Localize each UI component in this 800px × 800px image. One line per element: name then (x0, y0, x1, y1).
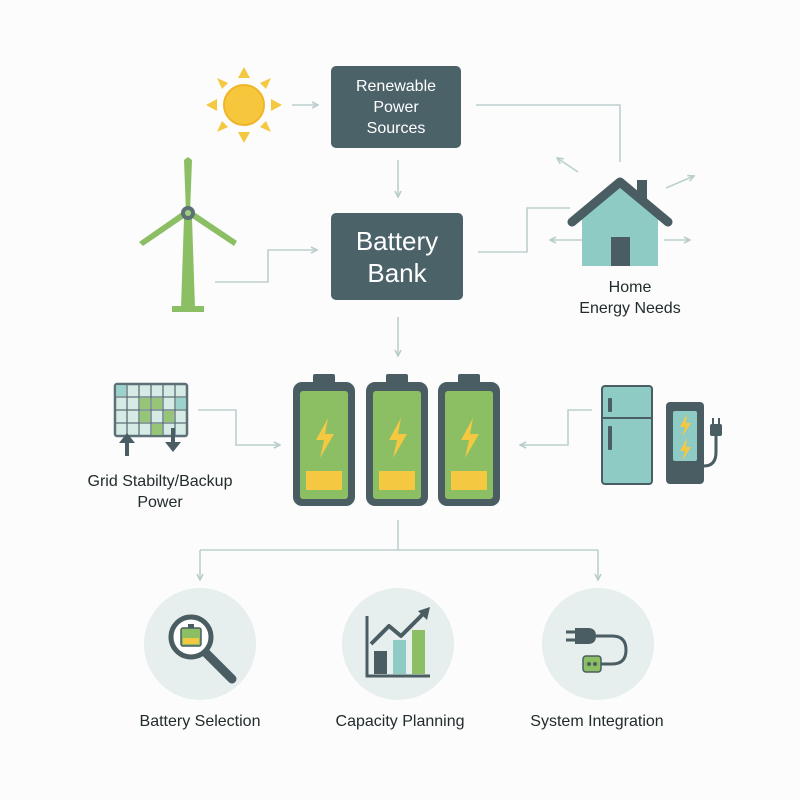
refrigerator-icon (601, 385, 653, 485)
connector-grid-to-storage (198, 409, 280, 445)
system-integration-label: System Integration (530, 713, 664, 730)
battery-selection-icon (144, 588, 256, 700)
connector-turbine-to-battery (215, 250, 317, 283)
capacity-planning-label: Capacity Planning (335, 713, 465, 730)
connectors (198, 104, 621, 580)
system-integration-icon (542, 588, 654, 700)
house-outflow-arrows (550, 158, 694, 240)
home-energy-needs-label: Home Energy Needs (579, 279, 681, 317)
capacity-planning-icon (342, 588, 454, 700)
battery-cell-icon (438, 374, 500, 506)
renewable-power-sources-box: Renewable Power Sources (331, 66, 461, 148)
ev-charger-icon (666, 402, 722, 484)
connector-battery-to-home (478, 207, 570, 253)
connector-appliances-to-storage (520, 409, 592, 445)
battery-bank-box: Battery Bank (331, 213, 463, 300)
solar-panel-icon (113, 382, 189, 456)
battery-cell-icon (366, 374, 428, 506)
bidirectional-arrows-icon (119, 428, 181, 456)
grid-stability-backup-label: Grid Stabilty/Backup Power (87, 473, 233, 511)
battery-storage-group (293, 374, 500, 506)
battery-bank-label: Battery Bank (355, 225, 439, 288)
connector-renewable-to-home (476, 104, 621, 162)
battery-cell-icon (293, 374, 355, 506)
sun-icon (206, 67, 282, 143)
wind-turbine-icon (139, 157, 237, 312)
renewable-power-sources-label: Renewable Power Sources (355, 77, 437, 137)
house-icon (567, 177, 673, 266)
battery-selection-label: Battery Selection (139, 713, 261, 730)
